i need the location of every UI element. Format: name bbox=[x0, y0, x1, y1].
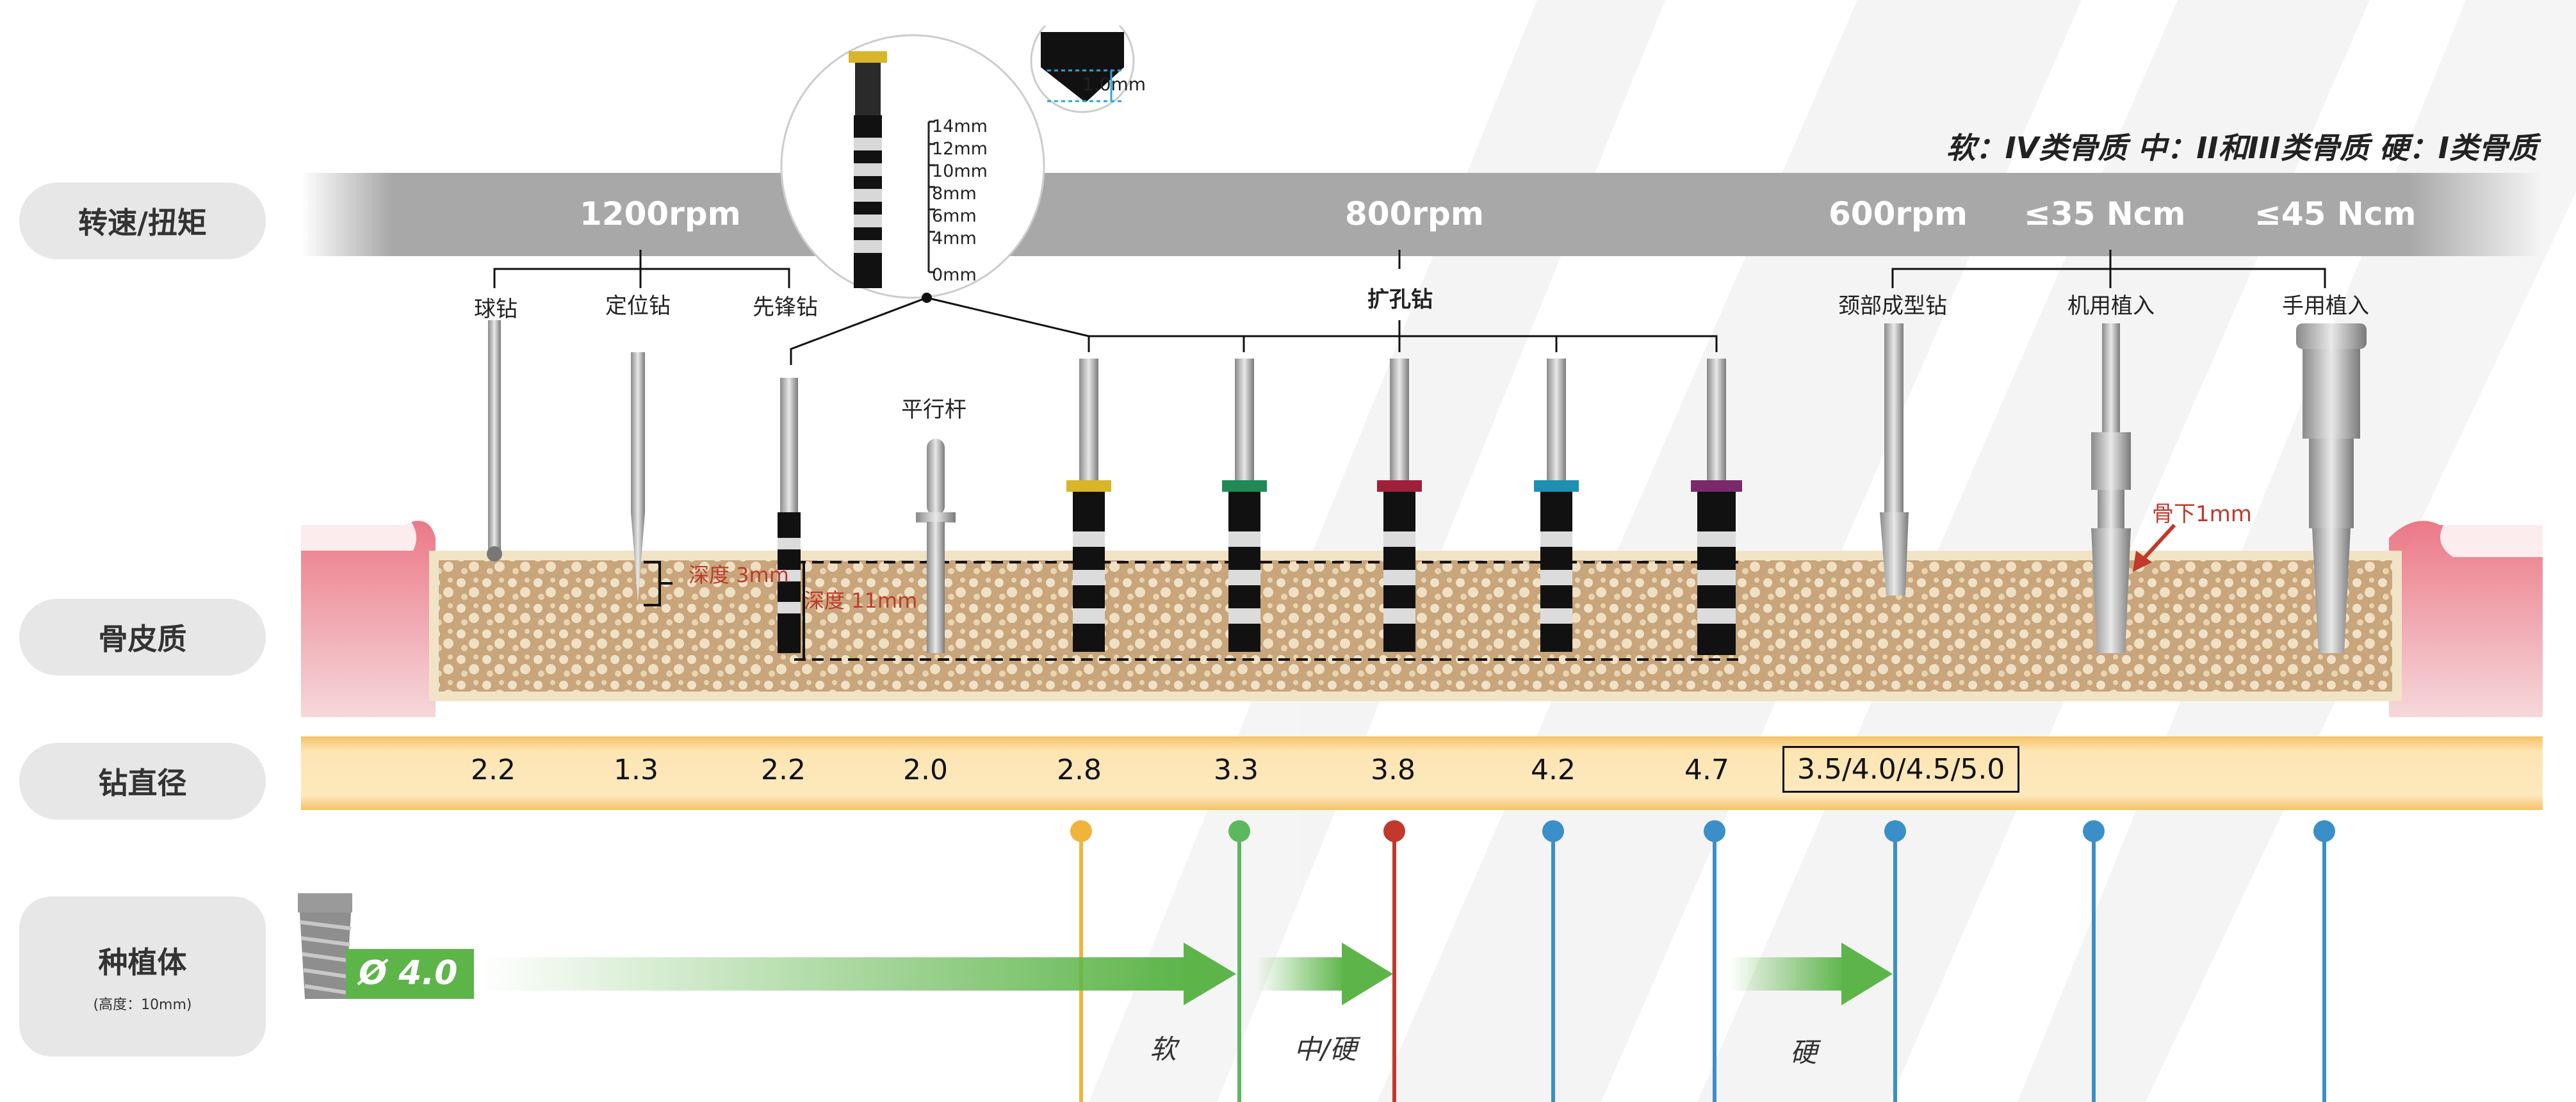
row-label-drill-diameter-text: 钻直径 bbox=[98, 766, 187, 800]
diameter-28: 2.8 bbox=[1057, 754, 1102, 786]
indicator-dot-blue-1 bbox=[1542, 820, 1564, 842]
indicator-line-green bbox=[1237, 831, 1241, 1102]
diameter-42: 4.2 bbox=[1531, 754, 1576, 786]
indicator-line-blue-4 bbox=[2092, 831, 2096, 1102]
indicator-dot-yellow bbox=[1070, 820, 1092, 842]
speed-1200: 1200rpm bbox=[580, 195, 741, 232]
implant-diameter: Ø 4.0 bbox=[359, 954, 458, 993]
machine-insert-icon bbox=[2091, 323, 2131, 653]
depth-11mm-label: 深度 11mm bbox=[804, 588, 918, 613]
row-label-drill-diameter: 钻直径 bbox=[19, 743, 266, 820]
label-parallel-pin: 平行杆 bbox=[901, 397, 966, 423]
row-label-implant-sub: (高度：10mm) bbox=[93, 997, 192, 1013]
depth-mark-8: 8mm bbox=[932, 184, 977, 204]
bone-type-legend: 软：IV类骨质 中：II和III类骨质 硬：I类骨质 bbox=[1946, 131, 2538, 165]
label-machine-insert: 机用植入 bbox=[2067, 293, 2155, 319]
diameter-ball: 2.2 bbox=[471, 754, 516, 786]
indicator-line-blue-5 bbox=[2322, 831, 2326, 1102]
indicator-dot-blue-3 bbox=[1884, 820, 1906, 842]
label-widening-drill: 扩孔钻 bbox=[1367, 287, 1433, 312]
indicator-dot-blue-2 bbox=[1704, 820, 1725, 842]
label-hand-insert: 手用植入 bbox=[2282, 293, 2369, 319]
diameter-38: 3.8 bbox=[1371, 754, 1415, 786]
depth-mark-10: 10mm bbox=[932, 161, 988, 181]
bone-type-medium-hard: 中/硬 bbox=[1294, 1033, 1357, 1065]
indicator-dot-red bbox=[1383, 820, 1405, 842]
hand-insert-icon bbox=[2296, 323, 2367, 653]
torque-45: ≤45 Ncm bbox=[2254, 195, 2417, 232]
row-label-speed-torque: 转速/扭矩 bbox=[19, 182, 266, 259]
label-ball-drill: 球钻 bbox=[474, 296, 518, 322]
parallel-pin-icon bbox=[916, 439, 956, 653]
arrow-hard bbox=[1729, 943, 1893, 1005]
position-drill-icon bbox=[631, 352, 645, 602]
depth-3mm-label: 深度 3mm bbox=[689, 563, 789, 587]
indicator-dot-green bbox=[1228, 820, 1250, 842]
subcrestal-label: 骨下1mm bbox=[2152, 501, 2252, 527]
row-label-cortical-bone-text: 骨皮质 bbox=[98, 622, 187, 656]
indicator-dot-blue-5 bbox=[2313, 820, 2335, 842]
label-pilot-drill: 先锋钻 bbox=[753, 295, 818, 320]
indicator-line-red bbox=[1392, 831, 1396, 1102]
speed-600: 600rpm bbox=[1829, 195, 1968, 232]
depth-mark-6: 6mm bbox=[932, 206, 977, 226]
indicator-dot-blue-4 bbox=[2083, 820, 2105, 842]
row-label-speed-torque-text: 转速/扭矩 bbox=[78, 206, 207, 240]
speed-band bbox=[301, 173, 2543, 256]
diameter-47: 4.7 bbox=[1684, 754, 1729, 786]
arrow-soft bbox=[480, 943, 1236, 1005]
indicator-line-blue-3 bbox=[1893, 831, 1897, 1102]
label-neck-drill: 颈部成型钻 bbox=[1838, 293, 1947, 319]
depth-zoom bbox=[780, 26, 1135, 299]
row-label-implant: 种植体 (高度：10mm) bbox=[19, 896, 266, 1057]
diameter-position: 1.3 bbox=[614, 754, 658, 786]
depth-mark-12: 12mm bbox=[932, 139, 988, 159]
indicator-line-blue-1 bbox=[1551, 831, 1555, 1102]
row-label-cortical-bone: 骨皮质 bbox=[19, 599, 266, 676]
bone-type-soft: 软 bbox=[1150, 1033, 1177, 1065]
tip-length-label: 1.0mm bbox=[1082, 74, 1146, 95]
arrow-medium-hard bbox=[1255, 943, 1393, 1005]
depth-mark-4: 4mm bbox=[932, 229, 977, 248]
implant-icon bbox=[298, 893, 352, 999]
diameter-33: 3.3 bbox=[1214, 754, 1259, 786]
pilot-drill-icon bbox=[778, 378, 801, 653]
label-position-drill: 定位钻 bbox=[605, 293, 671, 319]
diameter-pilot: 2.2 bbox=[761, 754, 806, 786]
torque-35: ≤35 Ncm bbox=[2024, 195, 2186, 232]
depth-mark-0: 0mm bbox=[932, 265, 977, 285]
diameter-implants: 3.5/4.0/4.5/5.0 bbox=[1782, 746, 2020, 793]
row-label-implant-text: 种植体 bbox=[98, 945, 187, 980]
diameter-parallel: 2.0 bbox=[903, 754, 948, 786]
indicator-line-blue-2 bbox=[1713, 831, 1716, 1102]
neck-drill-icon bbox=[1880, 323, 1909, 596]
diameter-band bbox=[301, 736, 2543, 810]
widening-drill-icons bbox=[1066, 359, 1742, 655]
bone-type-hard: 硬 bbox=[1790, 1037, 1818, 1068]
speed-800: 800rpm bbox=[1345, 195, 1484, 232]
depth-mark-14: 14mm bbox=[932, 117, 988, 136]
ball-drill-icon bbox=[487, 320, 502, 562]
depth-marks: 14mm 12mm 10mm 8mm 6mm 4mm 0mm bbox=[932, 115, 988, 286]
